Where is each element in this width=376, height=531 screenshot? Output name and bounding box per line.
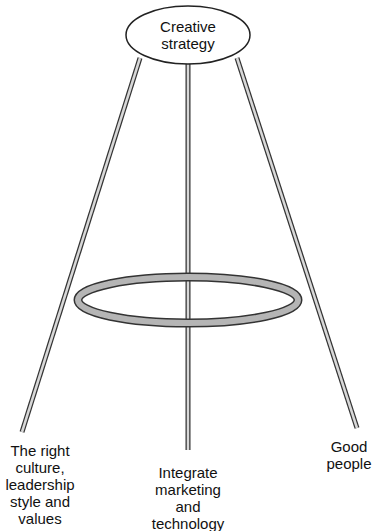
leg-label: The right culture, leadership style and …: [1, 442, 79, 527]
leg-label: Integrate marketing and technology: [146, 464, 230, 531]
leg-label: Good people: [320, 438, 376, 472]
right-leg-fill: [237, 58, 357, 428]
left-leg: [22, 58, 140, 432]
stool-legs: [22, 58, 357, 450]
ellipse-shape: [126, 6, 250, 64]
ring-fill: [78, 277, 298, 323]
right-leg: [237, 58, 357, 428]
middle-leg-fill: [187, 64, 190, 450]
stool-ring: [78, 277, 298, 323]
ring-outline: [78, 277, 298, 323]
seat-ellipse: Creative strategy: [125, 5, 251, 65]
node-text: Creative strategy: [152, 18, 224, 52]
left-leg-fill: [22, 58, 140, 432]
middle-leg: [186, 64, 191, 450]
